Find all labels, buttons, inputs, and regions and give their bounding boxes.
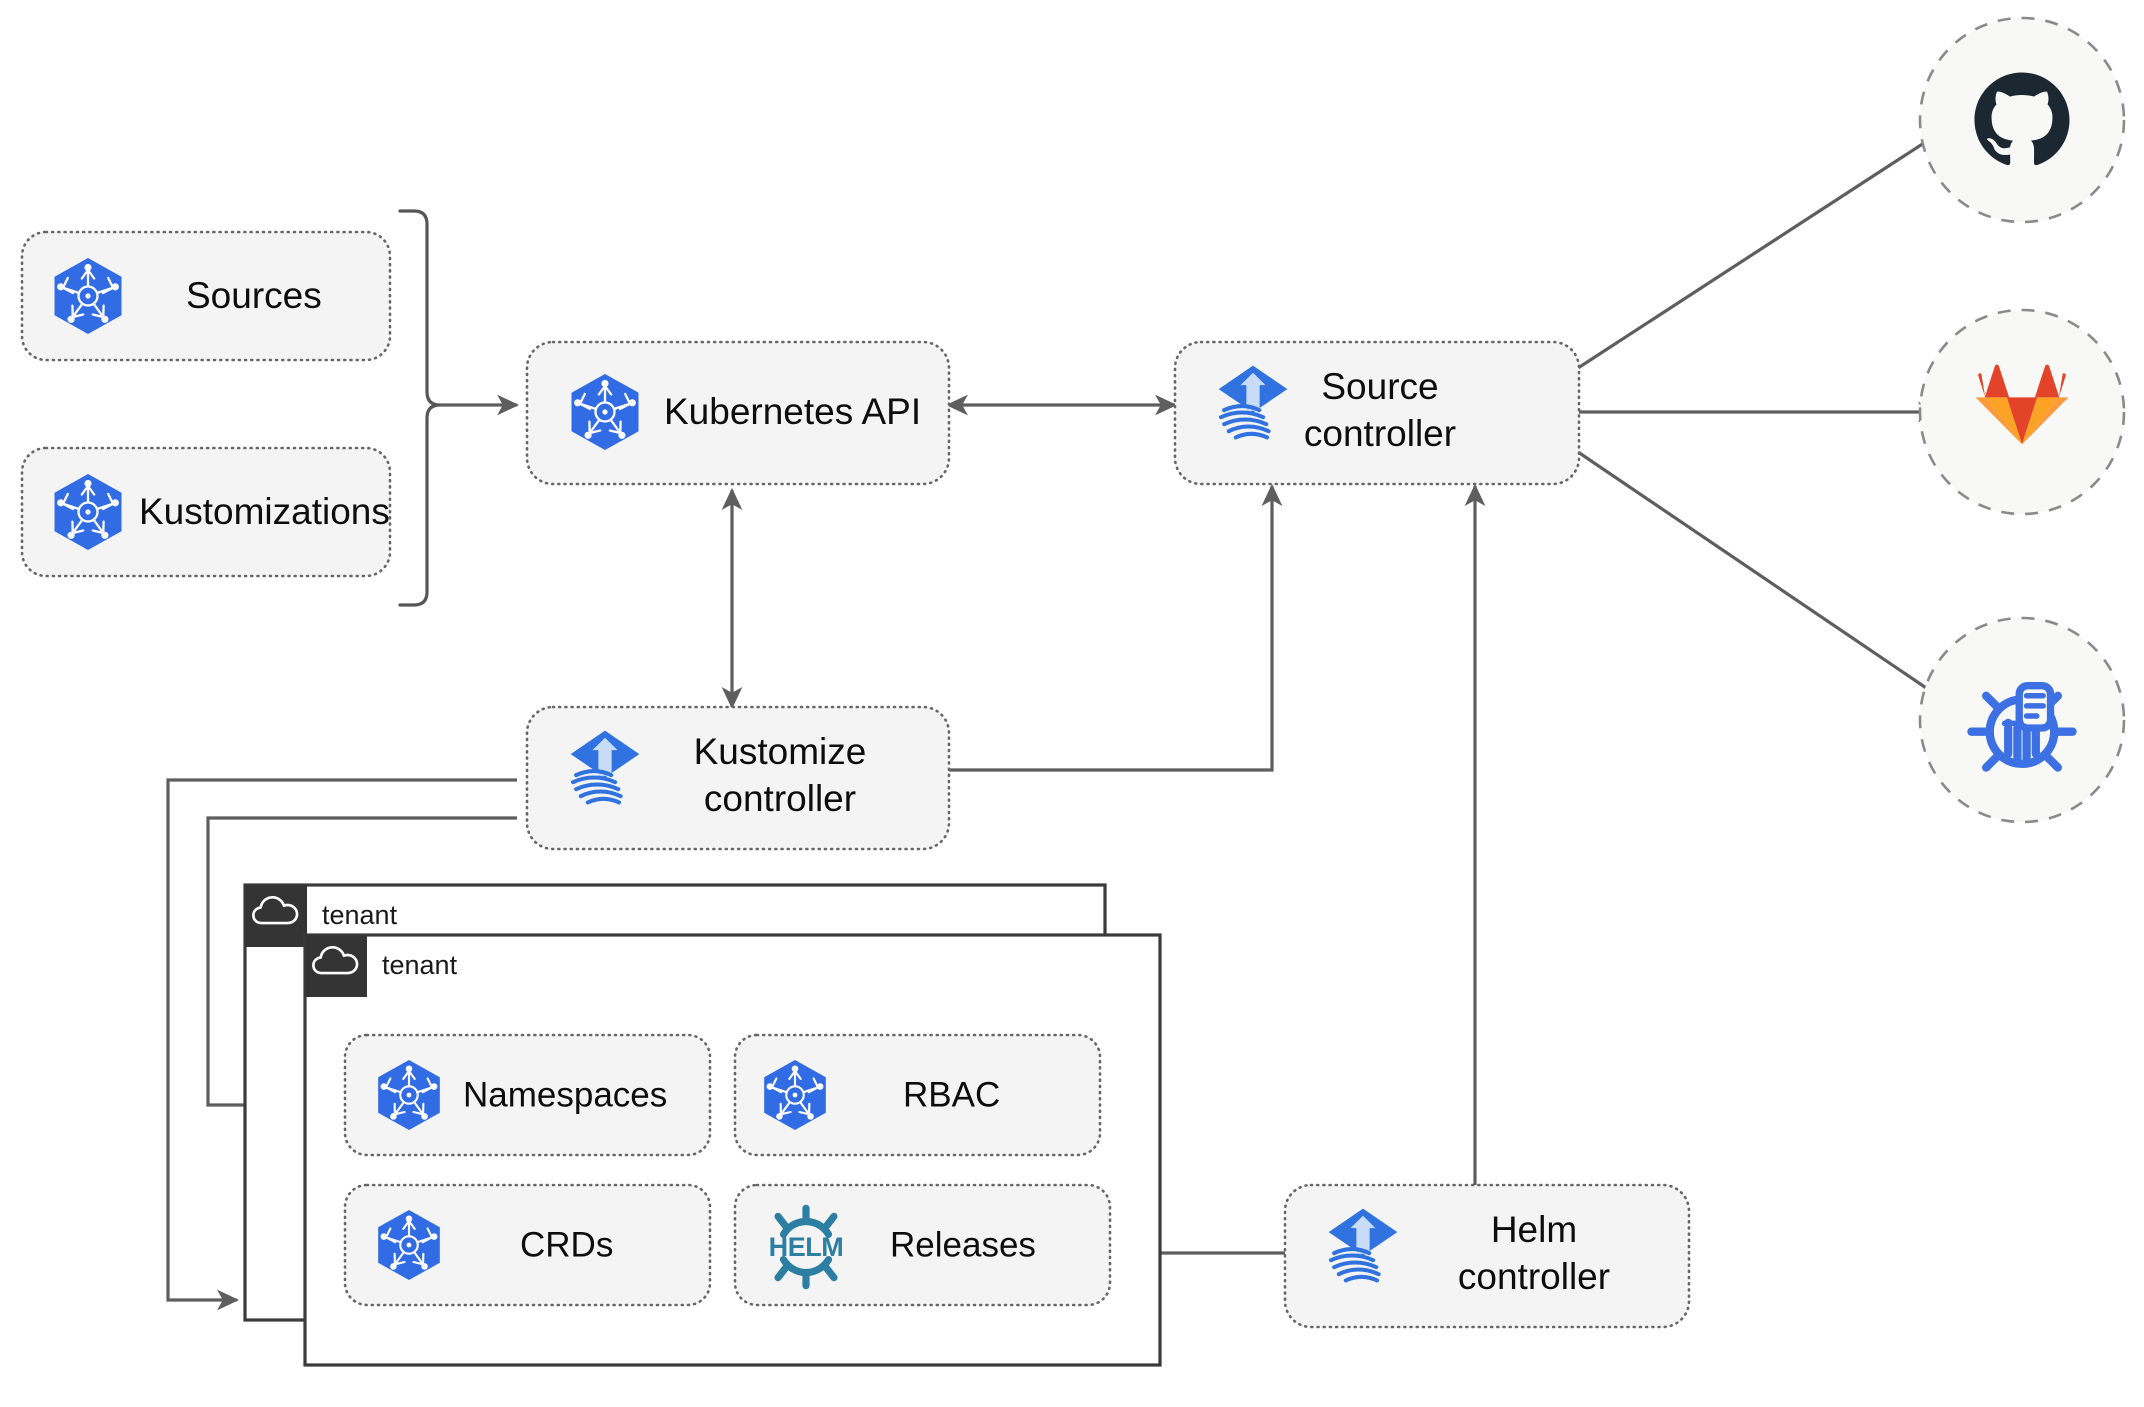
node-kubernetes-api[interactable]: Kubernetes API bbox=[525, 340, 951, 486]
edge-layer bbox=[166, 128, 1946, 1311]
resource-label: Kustomizations bbox=[139, 491, 390, 532]
resource-kustomizations[interactable]: Kustomizations bbox=[20, 446, 392, 578]
tenant-resource-releases[interactable]: Releases bbox=[733, 1183, 1112, 1307]
tenant-resource-label: CRDs bbox=[520, 1225, 613, 1264]
controller-label-line1: Kustomize bbox=[694, 731, 867, 772]
tenant-resource-namespaces[interactable]: Namespaces bbox=[343, 1033, 712, 1157]
tenant-label: tenant bbox=[322, 900, 398, 930]
edge-kustomize-to-tenant-back bbox=[166, 778, 517, 1311]
controller-label-line1: Source bbox=[1321, 366, 1438, 407]
controller-label-line2: controller bbox=[1458, 1256, 1610, 1297]
tenant-label: tenant bbox=[382, 950, 458, 980]
resource-label: Sources bbox=[186, 275, 322, 316]
tenant-resource-crds[interactable]: CRDs bbox=[343, 1183, 712, 1307]
provider-github[interactable] bbox=[1918, 16, 2126, 224]
helm-icon bbox=[769, 1208, 844, 1285]
edge-source-controller-to-bucket bbox=[1577, 450, 1946, 702]
edge-source-controller-to-github bbox=[1577, 128, 1946, 370]
tenant-resource-label: Releases bbox=[890, 1225, 1036, 1264]
controller-label: Kubernetes API bbox=[664, 391, 921, 432]
controller-label-line2: controller bbox=[704, 778, 856, 819]
controller-label-line1: Helm bbox=[1491, 1209, 1577, 1250]
resource-sources[interactable]: Sources bbox=[20, 230, 392, 362]
node-source-controller[interactable]: Source controller bbox=[1173, 340, 1581, 486]
resources-brace bbox=[398, 209, 442, 607]
provider-bucket[interactable] bbox=[1918, 616, 2126, 824]
node-kustomize-controller[interactable]: Kustomize controller bbox=[525, 705, 951, 851]
node-helm-controller[interactable]: Helm controller bbox=[1283, 1183, 1691, 1329]
provider-gitlab[interactable] bbox=[1918, 308, 2126, 516]
tenant-resource-label: RBAC bbox=[903, 1075, 1000, 1114]
tenant-resource-rbac[interactable]: RBAC bbox=[733, 1033, 1102, 1157]
edge-kustomize-to-source-controller bbox=[948, 483, 1283, 772]
tenant-resource-label: Namespaces bbox=[463, 1075, 667, 1114]
controller-label-line2: controller bbox=[1304, 413, 1456, 454]
